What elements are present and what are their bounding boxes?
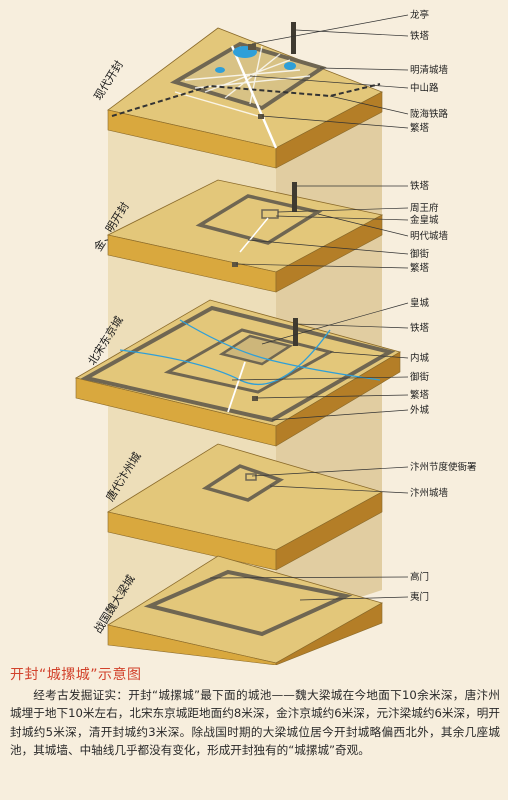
figure-caption: 开封“城摞城”示意图 <box>10 667 142 683</box>
bianzhou-city-wall <box>201 464 285 502</box>
label: 繁塔 <box>410 262 430 274</box>
tier-warring-states <box>106 555 384 665</box>
slab-front <box>107 624 277 665</box>
dragon-pavilion-icon <box>248 44 256 50</box>
label: 汴州城墙 <box>410 487 449 499</box>
ming-city-wall <box>195 194 323 245</box>
imperial-street <box>239 217 269 253</box>
label: 龙亭 <box>410 9 429 21</box>
fan-pagoda-icon <box>258 114 264 119</box>
label: 陇海铁路 <box>410 108 449 120</box>
fan-pagoda-icon <box>232 262 238 267</box>
labels: 龙亭 铁塔 明清城墙 中山路 陇海铁路 繁塔 铁塔 周王府 金皇城 明代城墙 御… <box>410 9 477 603</box>
slab-side <box>275 91 383 169</box>
slab-side <box>275 214 383 293</box>
label: 铁塔 <box>410 30 430 42</box>
fan-pagoda-icon <box>252 396 258 401</box>
label: 繁塔 <box>410 122 430 134</box>
tier-name: 现代开封 <box>91 58 126 103</box>
zhongshan-road <box>230 45 278 149</box>
zhou-palace <box>261 209 279 219</box>
label: 皇城 <box>410 297 430 309</box>
label: 周王府 <box>410 202 439 214</box>
lake <box>284 62 296 70</box>
label: 铁塔 <box>410 322 430 334</box>
iron-pagoda-icon <box>292 182 297 212</box>
tier-jin-ming <box>106 179 384 293</box>
lake <box>215 67 225 73</box>
label: 内城 <box>410 352 430 364</box>
label: 高门 <box>410 571 429 583</box>
daliang-city-wall <box>143 569 353 637</box>
label: 明代城墙 <box>410 230 449 242</box>
label: 汴州节度使衙署 <box>410 461 477 473</box>
iron-pagoda-icon <box>293 318 298 346</box>
label: 金皇城 <box>410 214 439 226</box>
city-stack-diagram: 现代开封 金、明开封 北宋东京城 唐代汴州城 战国魏大梁城 龙亭 铁塔 明清城墙… <box>74 9 477 665</box>
label: 夷门 <box>410 591 429 603</box>
slab-side <box>275 602 383 665</box>
label: 外城 <box>410 404 430 416</box>
longhai-railway <box>111 83 381 117</box>
tier-northern-song <box>74 299 402 447</box>
label: 明清城墙 <box>410 64 449 76</box>
governor-office <box>245 473 257 481</box>
label: 中山路 <box>410 82 439 94</box>
leader-lines <box>209 14 409 601</box>
imperial-street <box>227 361 246 413</box>
iron-pagoda-icon <box>291 22 296 54</box>
figure-description: 经考古发掘证实：开封“城摞城”最下面的城池——魏大梁城在今地面下10余米深，唐汴… <box>10 688 500 758</box>
slab-side <box>275 491 383 571</box>
label: 铁塔 <box>410 180 430 192</box>
imperial-city <box>218 334 294 366</box>
label: 御街 <box>410 248 430 260</box>
tier-tang <box>106 443 384 571</box>
label: 繁塔 <box>410 389 430 401</box>
label: 御街 <box>410 371 430 383</box>
outer-wall <box>80 305 396 423</box>
